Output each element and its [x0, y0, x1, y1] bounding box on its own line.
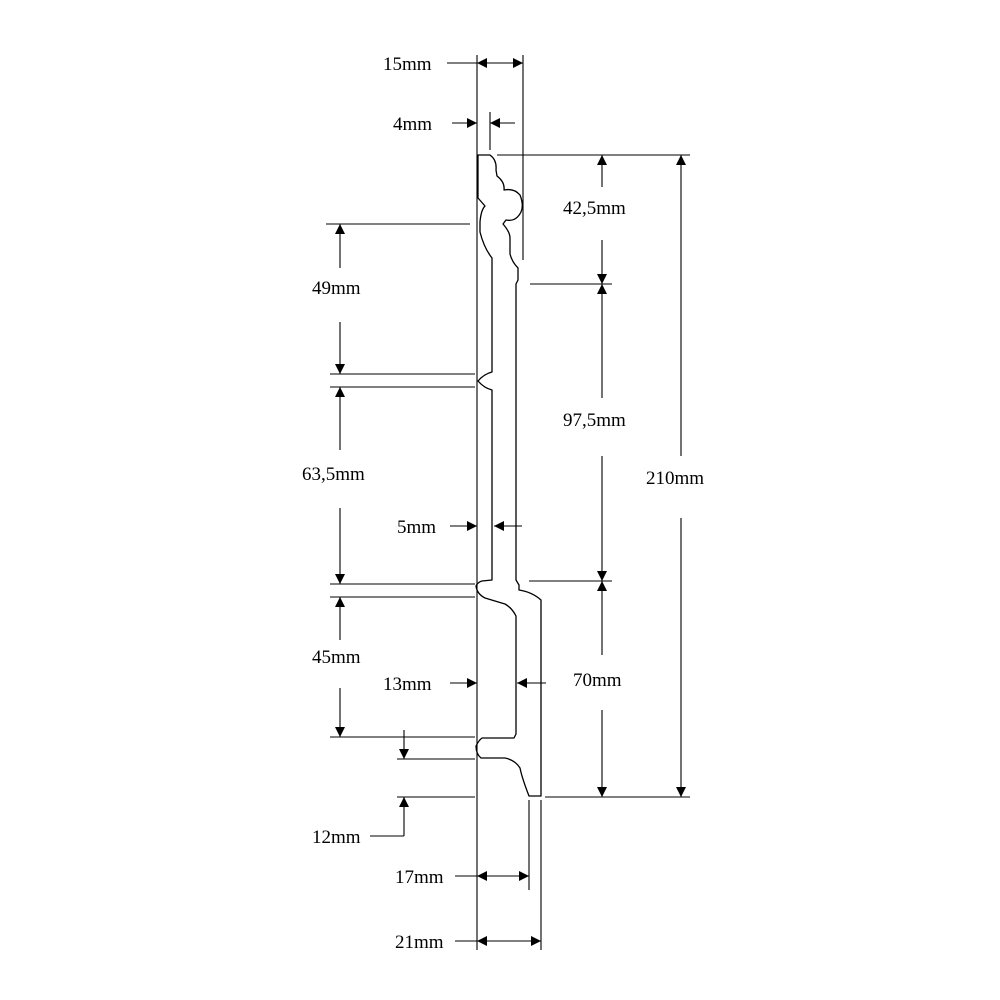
label-base-width: 17mm	[395, 867, 444, 888]
label-flat-section: 97,5mm	[563, 410, 626, 431]
label-overall-width: 21mm	[395, 932, 444, 953]
dimension-lines	[335, 58, 686, 946]
label-upper-section: 49mm	[312, 278, 361, 299]
label-middle-section: 63,5mm	[302, 464, 365, 485]
label-base-section: 70mm	[573, 670, 622, 691]
label-lower-section: 45mm	[312, 647, 361, 668]
profile-outline	[475, 154, 542, 797]
label-middle-thickness: 5mm	[397, 517, 436, 538]
label-top-lip: 4mm	[393, 114, 432, 135]
label-lower-thickness: 13mm	[383, 674, 432, 695]
label-top-width: 15mm	[383, 54, 432, 75]
label-top-profile-height: 42,5mm	[563, 198, 626, 219]
label-base-gap: 12mm	[312, 827, 361, 848]
label-total-height: 210mm	[646, 468, 704, 489]
extension-lines	[326, 55, 690, 950]
dimension-labels: 15mm 4mm 42,5mm 49mm 97,5mm 63,5mm 210mm…	[302, 54, 704, 953]
